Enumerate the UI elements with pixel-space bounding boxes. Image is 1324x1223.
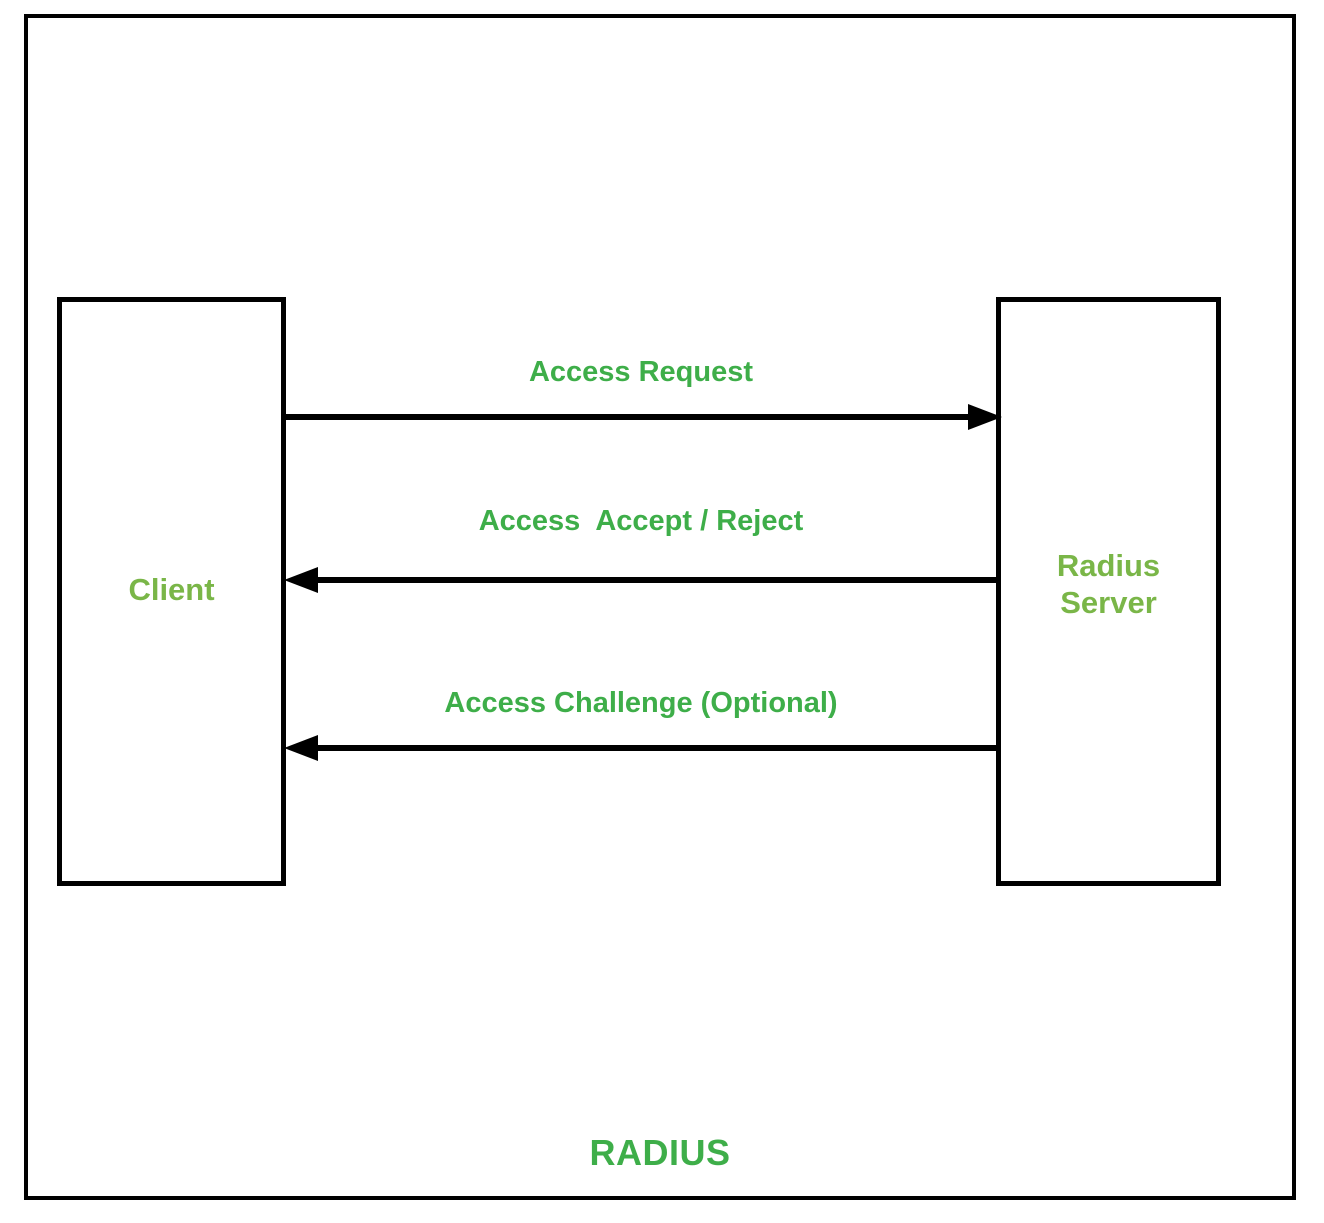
radius-server-node-box (996, 297, 1221, 886)
client-node-label: Client (128, 572, 215, 607)
diagram-caption: RADIUS (589, 1132, 731, 1173)
access-challenge-label: Access Challenge (Optional) (444, 687, 838, 719)
access-challenge-arrow (284, 735, 1000, 761)
access-accept-reject-label: Access Accept / Reject (478, 505, 804, 537)
access-request-label: Access Request (528, 356, 754, 388)
access-accept-reject-arrow (284, 567, 1000, 593)
radius-server-node-label: Radius Server (1056, 548, 1161, 620)
client-node-box (57, 297, 286, 886)
access-request-arrow (286, 404, 1002, 430)
